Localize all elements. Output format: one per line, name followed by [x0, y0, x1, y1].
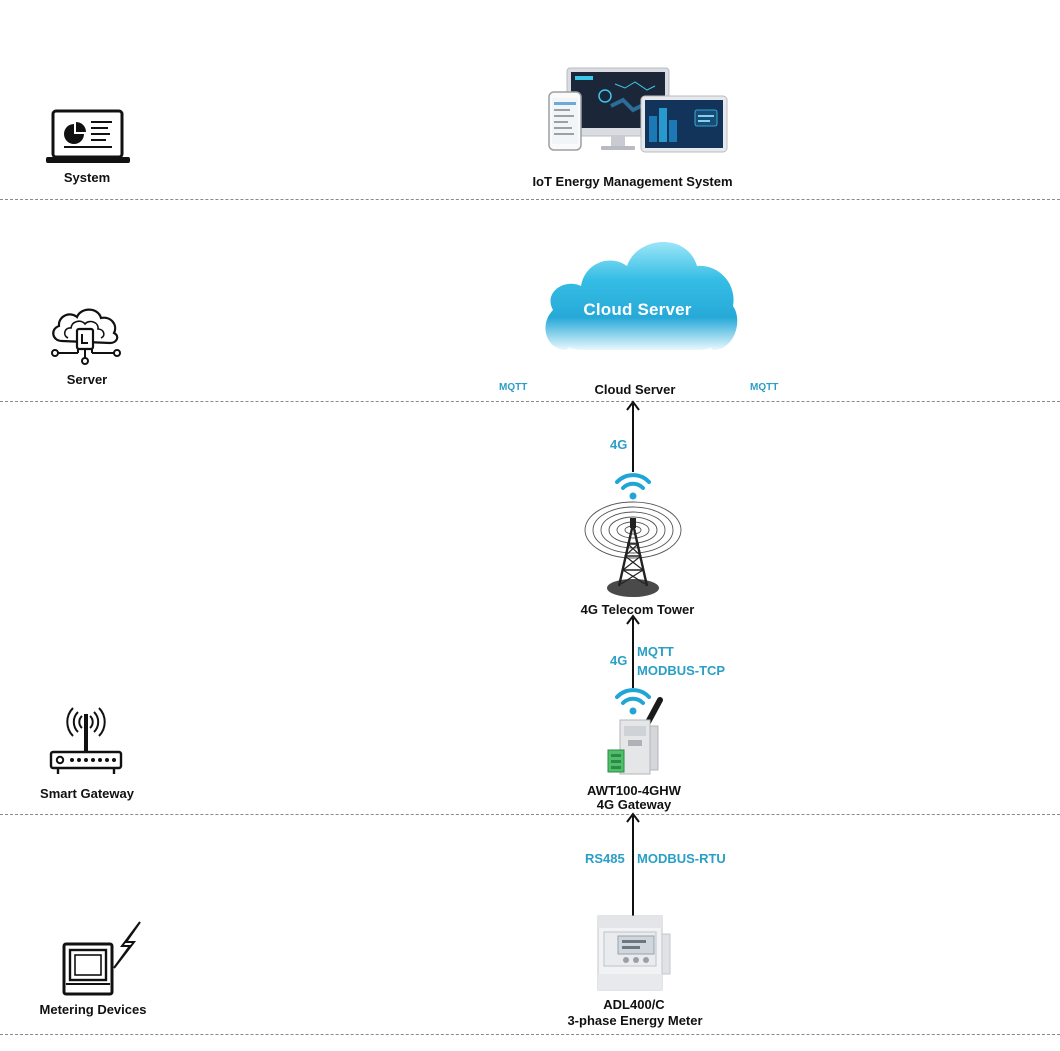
cloud-label: Cloud Server [594, 382, 676, 397]
cloud-inner-text: Cloud Server [583, 300, 692, 319]
cloud-icon [537, 232, 742, 372]
wifi-icon [614, 472, 652, 500]
devices-dashboard-icon [545, 66, 735, 156]
meter-label-line1: ADL400/C [603, 997, 665, 1012]
gateway-protocol-modbus-tcp: MODBUS-TCP [637, 663, 726, 678]
tier-divider-3 [0, 814, 1060, 815]
energy-meter-icon [596, 914, 672, 992]
gateway-to-tower-arrow [624, 614, 642, 688]
tier-label-server: Server [66, 372, 108, 387]
meter-to-gateway-arrow [624, 812, 642, 916]
meter-lightning-icon [60, 920, 144, 996]
cloud-left-protocol: MQTT [499, 382, 528, 393]
tier-label-metering: Metering Devices [39, 1002, 147, 1017]
tower-to-cloud-protocol: 4G [610, 437, 628, 452]
tower-label: 4G Telecom Tower [580, 602, 695, 617]
router-icon [48, 706, 124, 776]
gateway-to-tower-protocol: 4G [610, 653, 628, 668]
meter-link-protocol: RS485 [585, 851, 625, 866]
cloud-network-icon [48, 305, 124, 365]
tower-to-cloud-arrow [624, 400, 642, 472]
tier-label-gateway: Smart Gateway [40, 786, 134, 801]
gateway-wifi-icon [614, 687, 652, 715]
tier-divider-4 [0, 1034, 1060, 1035]
tier-divider-1 [0, 199, 1060, 200]
meter-label-line2: 3-phase Energy Meter [567, 1013, 703, 1028]
tier-label-system: System [63, 170, 111, 185]
gateway-device-icon [606, 696, 668, 778]
telecom-tower-icon [583, 500, 683, 600]
cloud-right-protocol: MQTT [750, 382, 779, 393]
gateway-protocol-mqtt: MQTT [637, 644, 674, 659]
ems-label: IoT Energy Management System [532, 174, 733, 189]
gateway-label-line1: AWT100-4GHW [587, 783, 681, 798]
gateway-label-line2: 4G Gateway [596, 797, 672, 812]
meter-data-protocol: MODBUS-RTU [637, 851, 726, 866]
laptop-chart-icon [44, 108, 132, 166]
tier-divider-2 [0, 401, 1060, 402]
